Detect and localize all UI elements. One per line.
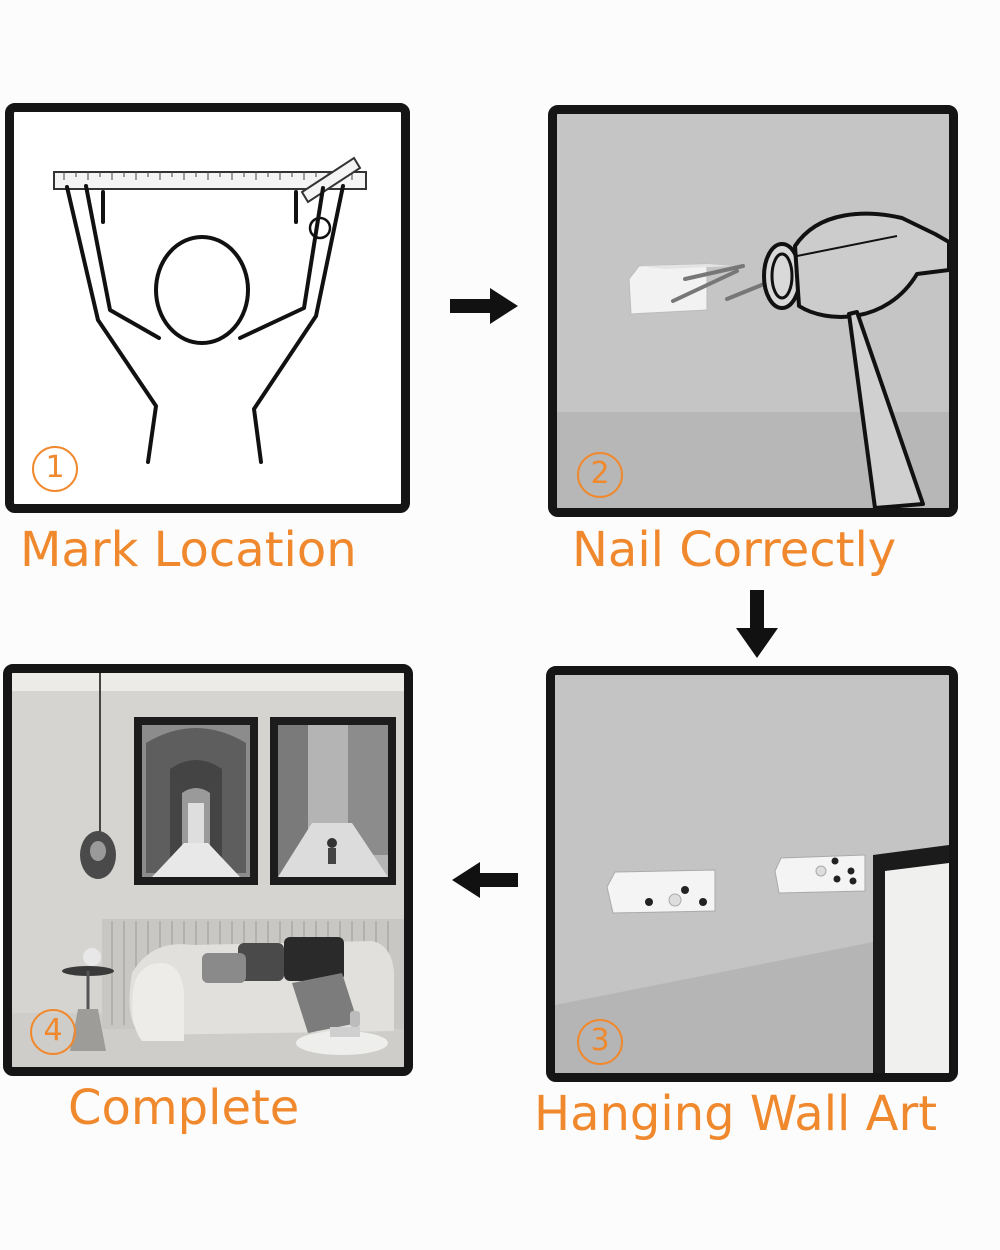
step-4-caption: Complete: [68, 1080, 300, 1136]
framed-art-arches: [134, 717, 258, 885]
framed-art-street: [270, 717, 396, 885]
step-number-badge: 2: [577, 452, 623, 498]
step-number-badge: 4: [30, 1009, 76, 1055]
hammer-icon: [762, 211, 949, 508]
left-arrow-icon: [452, 862, 518, 898]
step-4-panel: 4: [3, 664, 413, 1076]
step-number-badge: 1: [32, 446, 78, 492]
coffee-table: [296, 1011, 388, 1055]
pencil-icon: [300, 156, 362, 204]
step-2-panel: 2: [548, 105, 958, 517]
hammer-nailing-illustration: [557, 114, 949, 508]
step-3-caption: Hanging Wall Art: [534, 1086, 938, 1142]
brackets-on-wall-illustration: [555, 675, 949, 1073]
sofa: [129, 937, 394, 1041]
step-2-caption: Nail Correctly: [572, 522, 897, 578]
picture-frame: [873, 845, 949, 1073]
right-arrow-icon: [450, 288, 518, 324]
person-measuring-illustration: [53, 156, 367, 464]
wall-bracket: [606, 869, 716, 914]
step-1-caption: Mark Location: [20, 522, 357, 578]
down-arrow-icon: [736, 590, 778, 658]
ruler-icon: [53, 171, 367, 190]
wall-bracket: [774, 854, 866, 894]
step-1-panel: 1: [5, 103, 410, 513]
nail-icon: [671, 264, 771, 303]
step-number-badge: 3: [577, 1019, 623, 1065]
side-table: [62, 948, 114, 1051]
pendant-lamp: [80, 673, 116, 879]
step-3-panel: 3: [546, 666, 958, 1082]
living-room-photo: [12, 673, 404, 1067]
